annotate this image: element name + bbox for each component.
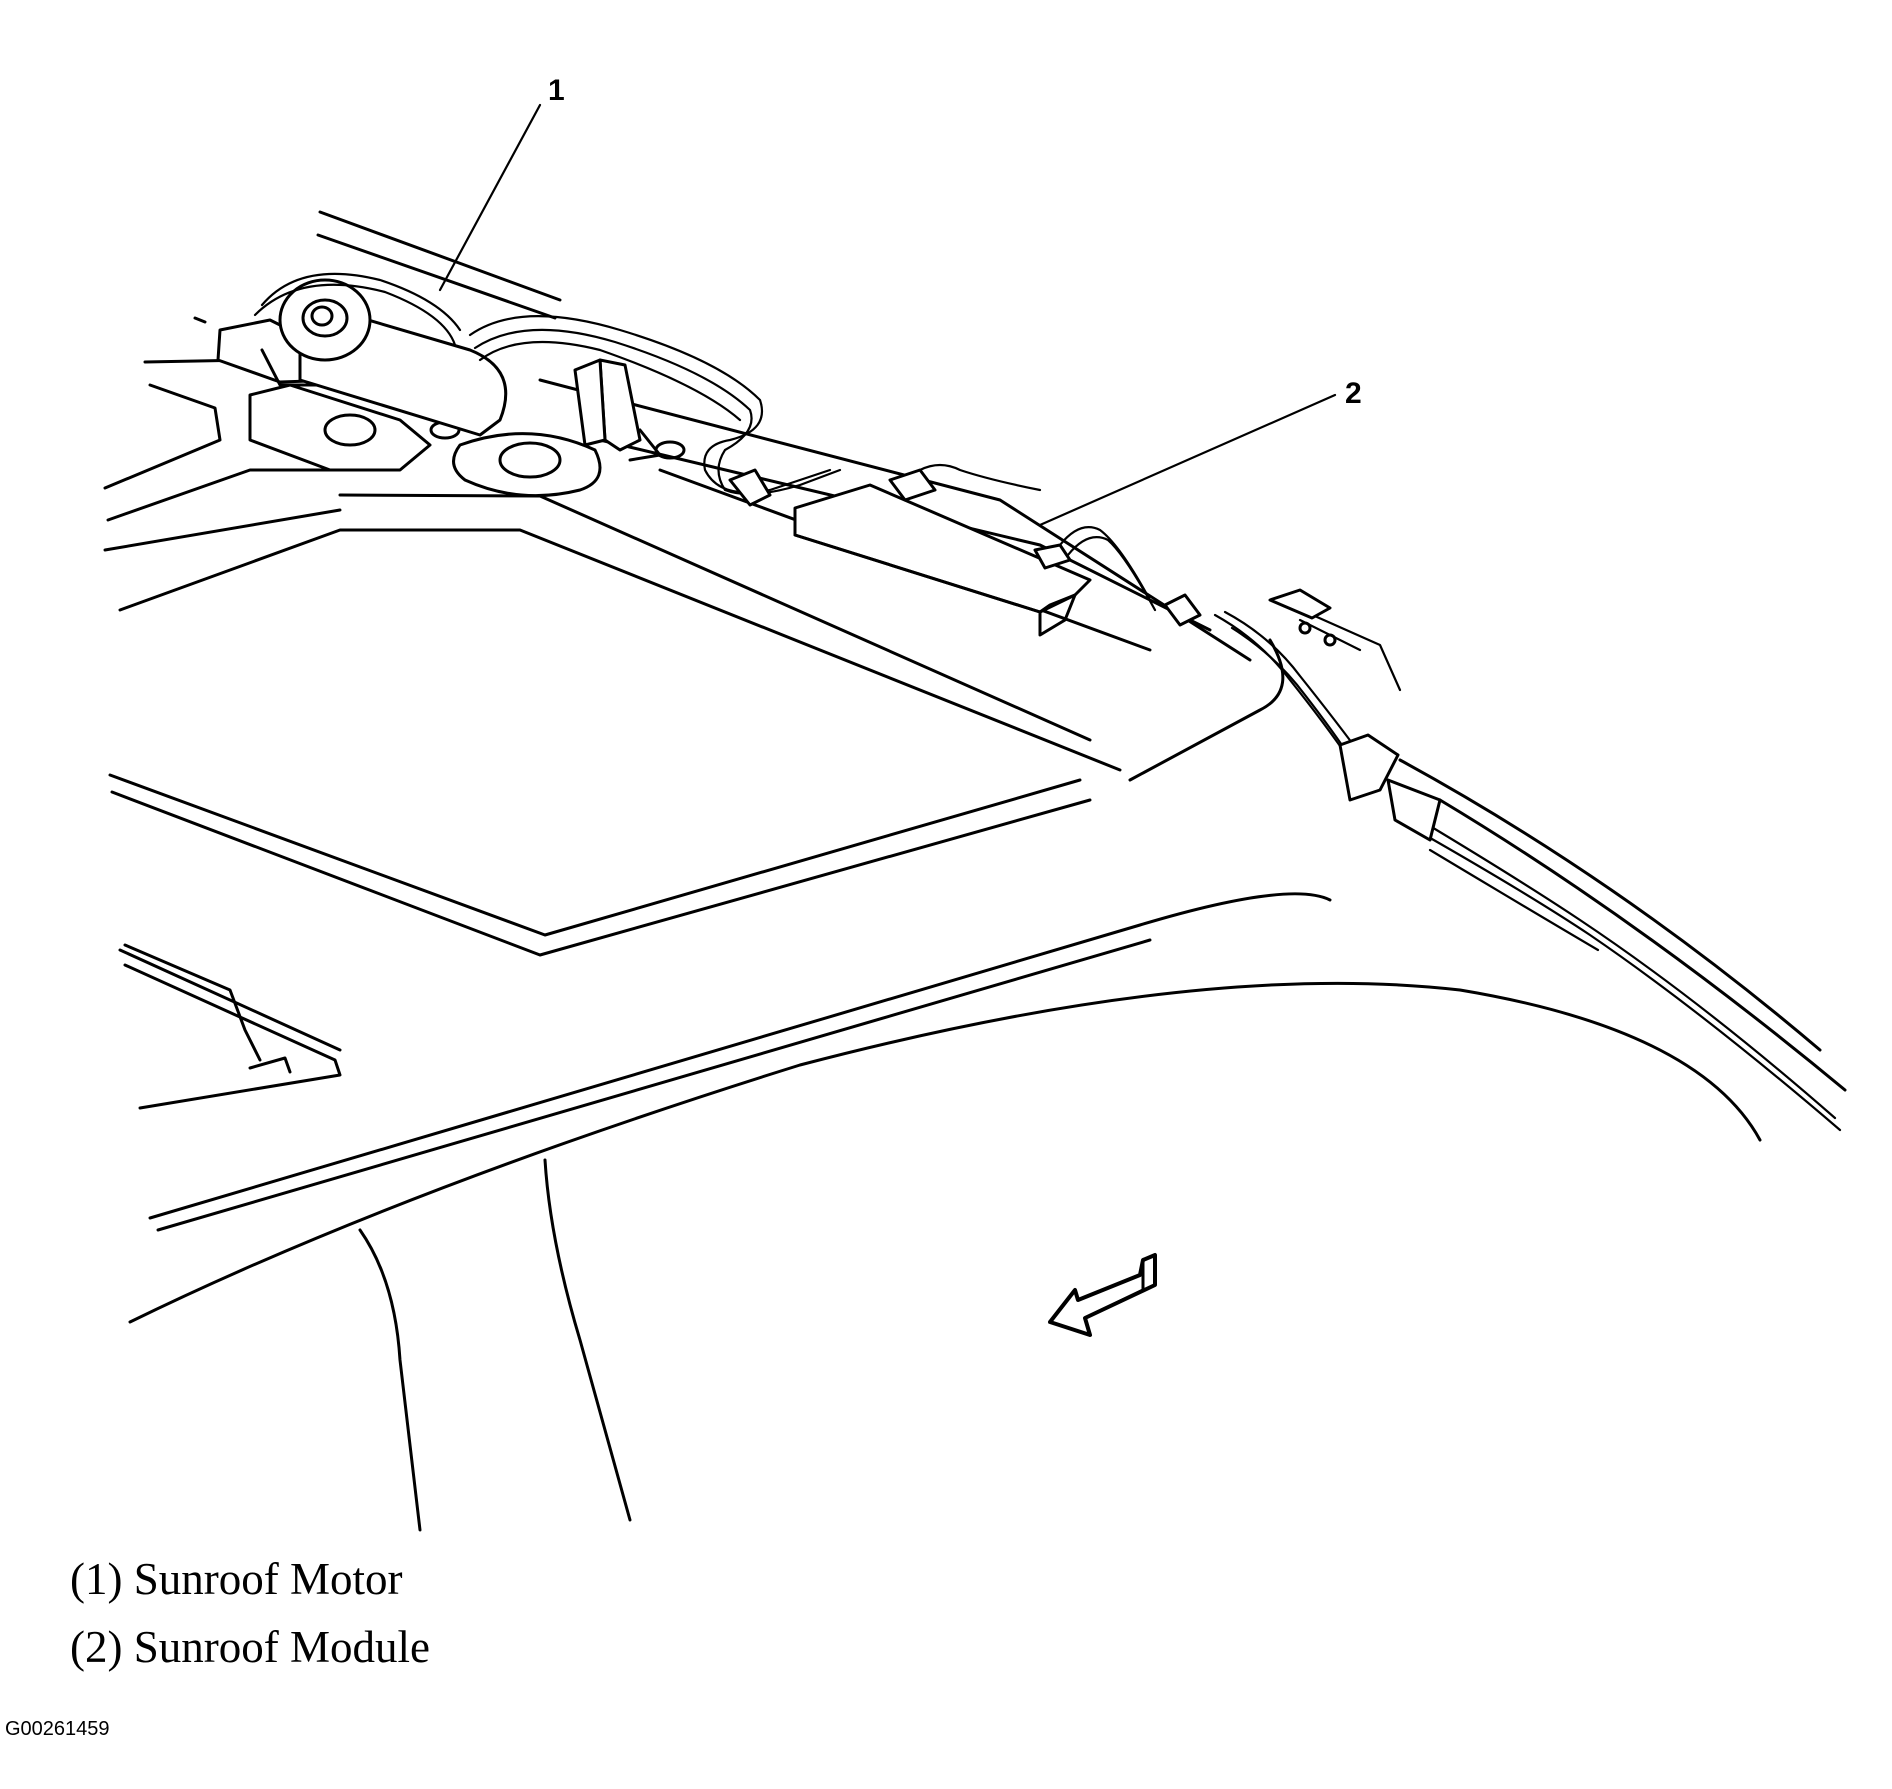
callout-2-number: 2 xyxy=(1345,377,1362,410)
wire-harness xyxy=(1213,588,1842,1132)
forward-arrow-icon xyxy=(1048,1253,1157,1337)
legend: (1) Sunroof Motor (2) Sunroof Module xyxy=(70,1545,430,1681)
figure-id: G00261459 xyxy=(5,1718,110,1740)
pillars xyxy=(358,1158,632,1532)
front-panel xyxy=(128,638,1847,1324)
sunroof-module xyxy=(793,463,1202,637)
legend-item-sunroof-module: (2) Sunroof Module xyxy=(70,1622,430,1672)
callout-1-leader xyxy=(438,103,542,292)
legend-item-sunroof-motor: (1) Sunroof Motor xyxy=(70,1554,403,1604)
callouts: 1 2 xyxy=(438,74,1362,527)
glass-opening xyxy=(108,773,1092,1110)
callout-1-number: 1 xyxy=(548,74,565,107)
sunroof-motor xyxy=(216,272,842,507)
callout-2-leader xyxy=(1038,393,1337,527)
